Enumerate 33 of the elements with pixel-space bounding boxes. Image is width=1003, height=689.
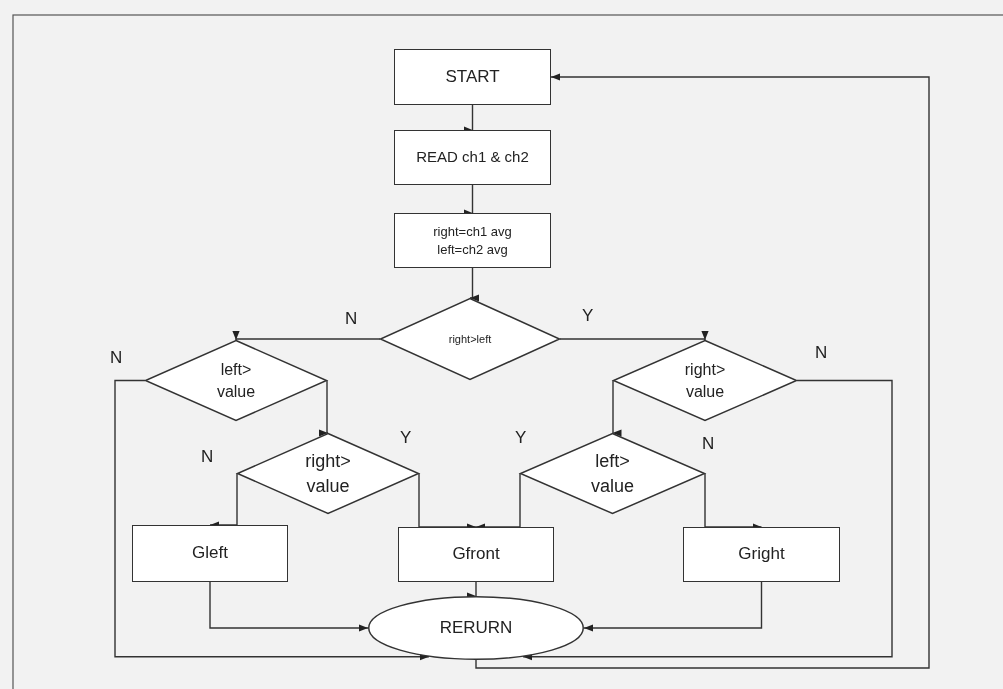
node-label: Gfront xyxy=(452,543,500,566)
process-box xyxy=(394,130,551,185)
decision-diamond xyxy=(237,433,419,514)
node-label: left> value xyxy=(590,450,635,498)
process-box xyxy=(398,527,554,582)
arrow xyxy=(232,331,381,341)
arrow xyxy=(583,581,763,632)
arrow xyxy=(319,379,329,437)
node-label: START xyxy=(445,65,500,88)
decision-diamond xyxy=(145,340,327,421)
arrow xyxy=(611,379,622,437)
arrow xyxy=(209,581,369,632)
node-label: left> value xyxy=(215,359,257,402)
node-label: RERURN xyxy=(439,616,513,639)
process-box xyxy=(683,527,840,582)
process-box xyxy=(394,213,551,268)
process-box xyxy=(132,525,288,582)
node-label: right> value xyxy=(683,359,727,402)
node-label: Gleft xyxy=(192,542,228,565)
node-label: Gright xyxy=(738,543,785,566)
decision-diamond xyxy=(380,298,560,380)
node-label: right>left xyxy=(448,331,492,347)
arrow xyxy=(469,267,479,302)
terminal-ellipse xyxy=(368,596,584,660)
node-label: right> value xyxy=(304,450,352,498)
node-label: right=ch1 avg left=ch2 avg xyxy=(432,222,513,259)
arrow xyxy=(114,379,430,661)
arrow xyxy=(559,331,709,341)
process-box xyxy=(394,49,551,105)
node-label: READ ch1 & ch2 xyxy=(416,147,529,168)
arrow xyxy=(475,73,930,669)
arrow xyxy=(522,379,893,661)
decision-diamond xyxy=(613,340,797,421)
